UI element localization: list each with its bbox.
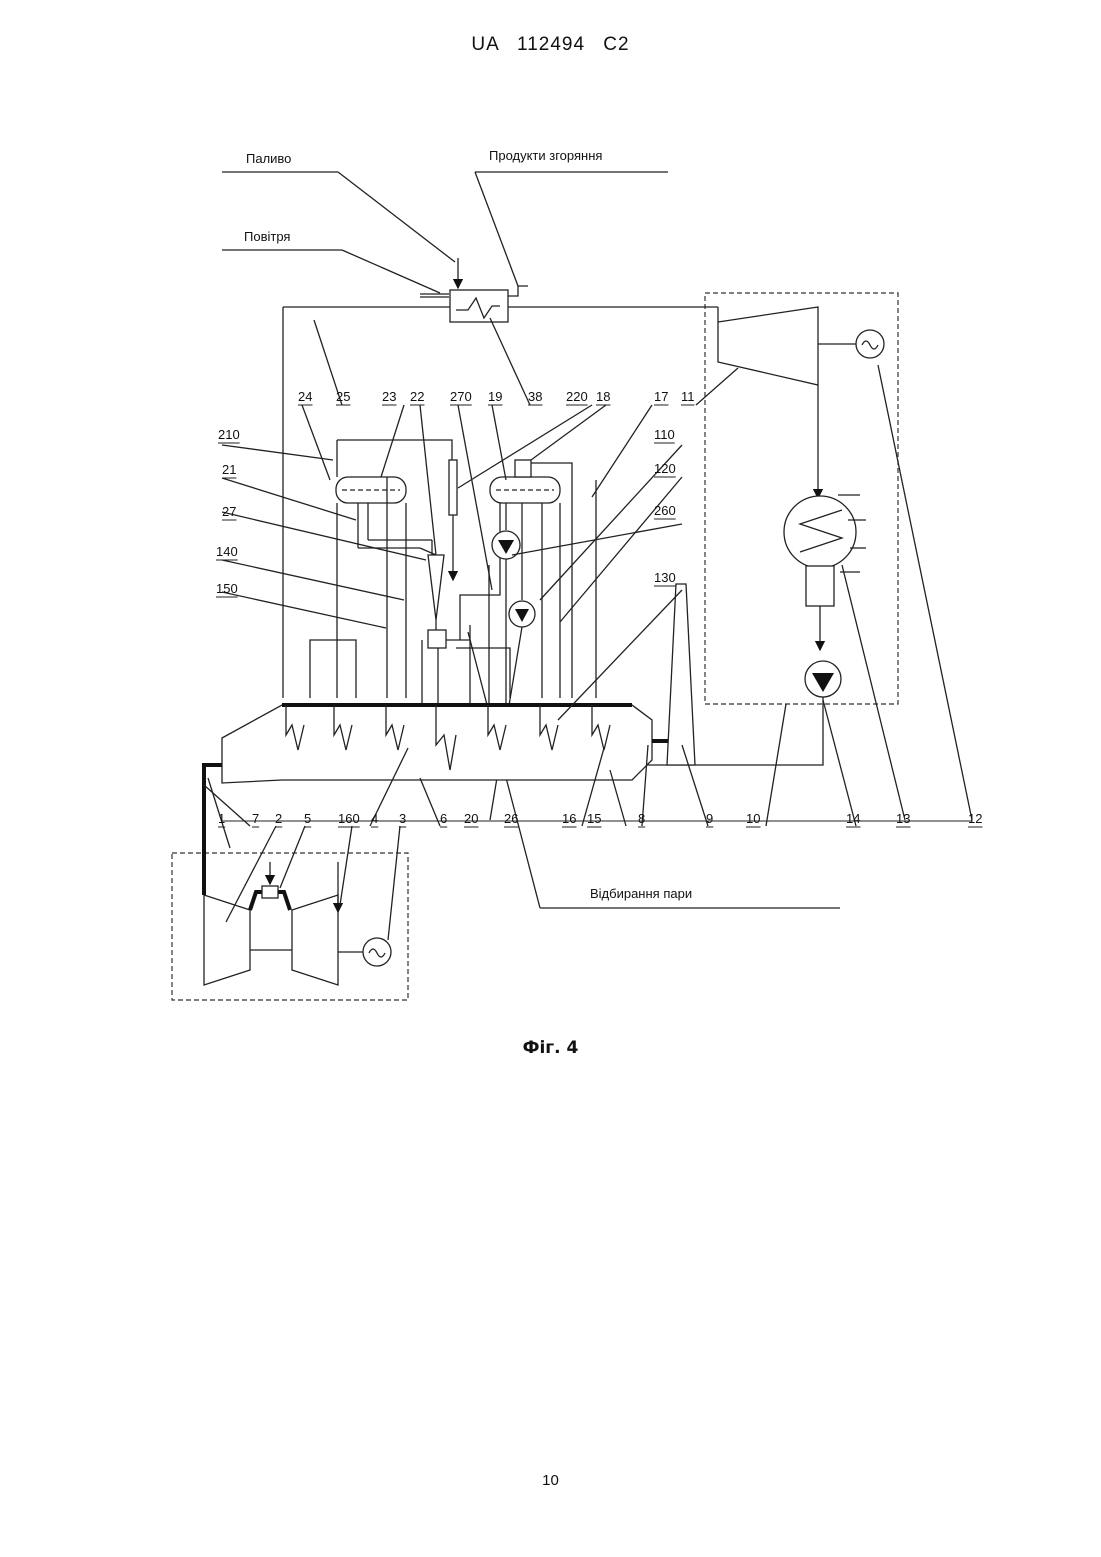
numeral-7: 7 — [252, 811, 259, 826]
numeral-17: 17 — [654, 389, 668, 404]
numeral-8: 8 — [638, 811, 645, 826]
numeral-38: 38 — [528, 389, 542, 404]
numeral-9: 9 — [706, 811, 713, 826]
gas-turbine-1 — [204, 862, 391, 985]
label-steam-extraction: Відбирання пари — [590, 886, 692, 901]
numeral-4: 4 — [371, 811, 378, 826]
numeral-18: 18 — [596, 389, 610, 404]
numeral-2: 2 — [275, 811, 282, 826]
numeral-21: 21 — [222, 462, 236, 477]
numeral-270: 270 — [450, 389, 472, 404]
label-combustion-products: Продукти згоряння — [489, 148, 602, 163]
numeral-20: 20 — [464, 811, 478, 826]
page-number: 10 — [0, 1472, 1101, 1489]
numeral-130: 130 — [654, 570, 676, 585]
label-fuel: Паливо — [246, 151, 291, 166]
pump-260 — [509, 601, 535, 627]
numeral-16: 16 — [562, 811, 576, 826]
mixer-block — [428, 630, 446, 648]
numeral-23: 23 — [382, 389, 396, 404]
figure-caption: Фіг. 4 — [0, 1038, 1101, 1058]
numeral-260: 260 — [654, 503, 676, 518]
numeral-3: 3 — [399, 811, 406, 826]
numeral-12: 12 — [968, 811, 982, 826]
numeral-11: 11 — [681, 389, 695, 404]
numeral-15: 15 — [587, 811, 601, 826]
ejector-22 — [428, 555, 444, 620]
numeral-110: 110 — [654, 427, 675, 442]
numeral-220: 220 — [566, 389, 588, 404]
numeral-160: 160 — [338, 811, 360, 826]
numeral-14: 14 — [846, 811, 860, 826]
numeral-22: 22 — [410, 389, 424, 404]
numeral-10: 10 — [746, 811, 760, 826]
numeral-24: 24 — [298, 389, 312, 404]
numeral-5: 5 — [304, 811, 311, 826]
drum-19 — [490, 460, 560, 503]
numeral-6: 6 — [440, 811, 447, 826]
numeral-25: 25 — [336, 389, 350, 404]
numeral-27: 27 — [222, 504, 236, 519]
numeral-13: 13 — [896, 811, 910, 826]
numeral-150: 150 — [216, 581, 238, 596]
numeral-19: 19 — [488, 389, 502, 404]
numeral-1: 1 — [218, 811, 225, 826]
steam-turbine-11 — [718, 307, 884, 498]
numeral-26: 26 — [504, 811, 518, 826]
heat-exchanger-38 — [420, 258, 528, 322]
numeral-140: 140 — [216, 544, 238, 559]
label-air: Повітря — [244, 229, 290, 244]
condenser-13 — [784, 495, 866, 650]
numeral-210: 210 — [218, 427, 240, 442]
numeral-120: 120 — [654, 461, 676, 476]
drum-23 — [336, 477, 406, 503]
stack-9 — [667, 584, 695, 765]
